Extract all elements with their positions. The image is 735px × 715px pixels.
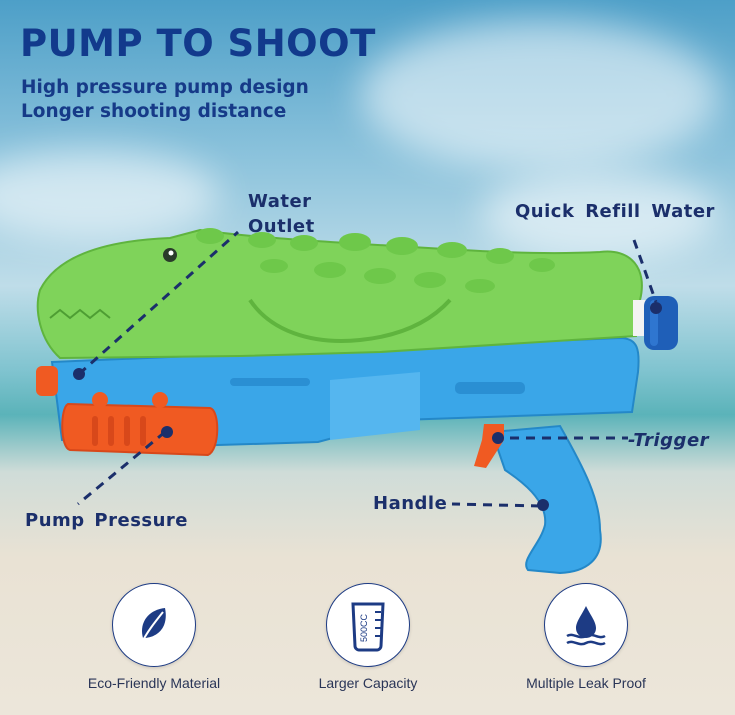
refill-cap [644, 296, 678, 350]
subheadline-pump: High pressure pump design [21, 77, 309, 98]
callout-dots [73, 302, 662, 511]
feature-eco-friendly: Eco-Friendly Material [64, 583, 244, 691]
callout-water-outlet-line2: Outlet [248, 216, 315, 237]
callout-quick-refill: Quick Refill Water [515, 201, 715, 222]
pump-knob [152, 392, 168, 408]
pump-ridges [92, 416, 146, 446]
pump-knob [92, 392, 108, 408]
barrel-slot [230, 378, 310, 386]
pump-handle [61, 402, 219, 457]
crocodile-teeth [49, 308, 111, 320]
water-outlet-nozzle [36, 366, 58, 396]
crocodile-tank [36, 228, 643, 360]
water-drop-icon [544, 583, 628, 667]
refill-collar [633, 300, 647, 336]
feature-label: Eco-Friendly Material [87, 675, 221, 691]
crocodile-bumps [196, 228, 555, 293]
feature-label: Larger Capacity [318, 675, 418, 691]
barrel-ring [330, 372, 420, 440]
subheadline-distance: Longer shooting distance [21, 101, 287, 122]
cloud [480, 170, 720, 260]
feature-larger-capacity: 500CC Larger Capacity [278, 583, 458, 691]
barrel-slot [455, 382, 525, 394]
handle [490, 424, 602, 575]
headline: PUMP TO SHOOT [20, 22, 376, 65]
feature-label: Multiple Leak Proof [526, 675, 646, 691]
cloud [0, 150, 220, 240]
measuring-cup-icon: 500CC [326, 583, 410, 667]
callout-water-outlet-line1: Water [248, 191, 312, 212]
crocodile-leg [248, 298, 452, 343]
cup-capacity-text: 500CC [359, 613, 369, 642]
trigger [474, 424, 504, 468]
callout-trigger: -Trigger [628, 430, 710, 451]
callout-handle: Handle [373, 493, 448, 514]
feature-leak-proof: Multiple Leak Proof [496, 583, 676, 691]
callout-lines [77, 230, 658, 508]
leaf-icon [112, 583, 196, 667]
callout-pump-pressure: Pump Pressure [25, 510, 189, 531]
cloud [360, 20, 720, 170]
crocodile-eye-highlight [168, 250, 174, 256]
